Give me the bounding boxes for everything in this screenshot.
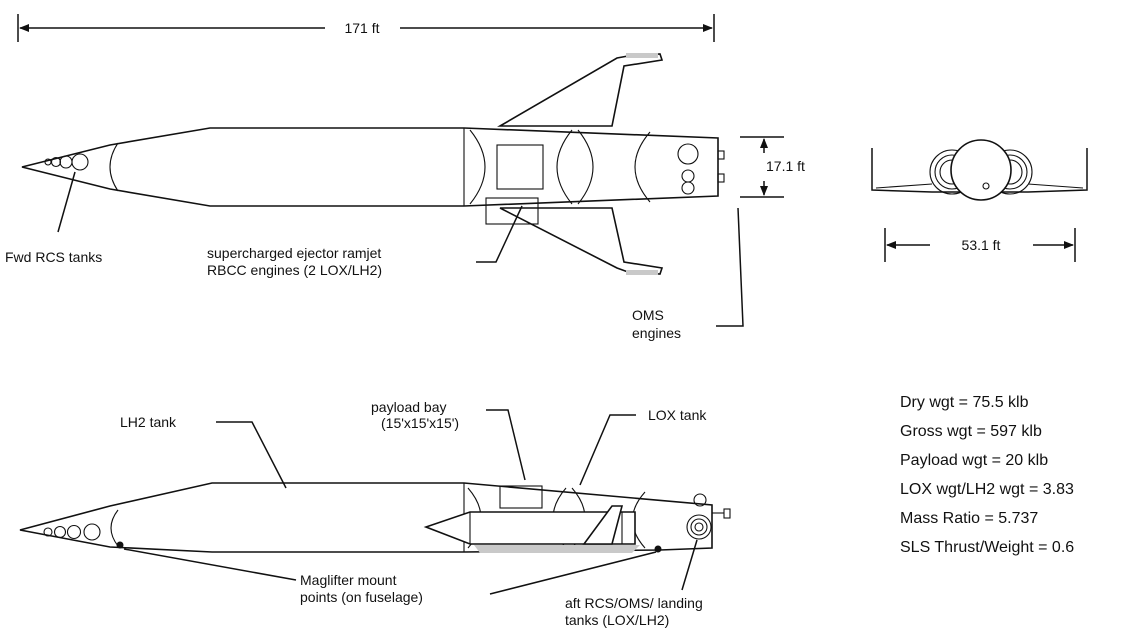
spec-dry-weight: Dry wgt = 75.5 klb [900,394,1029,411]
lox-tank-label: LOX tank [648,407,707,423]
side-view: LH2 tank payload bay (15'x15'x15') LOX t… [19,399,731,628]
span-dimension: 53.1 ft [884,228,1076,262]
engine-nacelle [423,511,636,545]
span-label: 53.1 ft [962,237,1001,253]
lh2-tank-label: LH2 tank [120,414,177,430]
oms-label-line1: OMS [632,307,664,323]
length-dimension: 171 ft [17,14,715,42]
lox-dome-left [469,129,486,205]
engine-pod [485,197,539,225]
maglifter-mount-icon [116,541,124,549]
height-label: 17.1 ft [766,158,805,174]
oms-label-line2: engines [632,325,681,341]
aft-tank-icon [686,514,712,540]
payload-bay-label-line2: (15'x15'x15') [381,415,459,431]
maglifter-label-line2: points (on fuselage) [300,589,423,605]
upper-wing [497,53,664,127]
payload-bay-label-line1: payload bay [371,399,447,415]
fwd-rcs-tank-icon [71,153,89,171]
spec-mass-ratio: Mass Ratio = 5.737 [900,510,1038,527]
nose-bulkhead [109,142,119,192]
front-view: 53.1 ft [871,139,1088,262]
spec-lox-lh2-ratio: LOX wgt/LH2 wgt = 3.83 [900,481,1074,498]
height-dimension: 17.1 ft [740,136,805,198]
aft-tanks-label-line1: aft RCS/OMS/ landing [565,595,703,611]
fuselage-cross-section [950,139,1012,201]
wing-tip-lower [626,270,658,275]
lower-wing [499,207,664,275]
payload-bay-side [499,485,543,509]
aft-tanks-label-line2: tanks (LOX/LH2) [565,612,669,628]
payload-bay-top [496,144,544,190]
spec-gross-weight: Gross wgt = 597 klb [900,423,1042,440]
engines-label-line2: RBCC engines (2 LOX/LH2) [207,262,382,278]
spec-payload-weight: Payload wgt = 20 klb [900,452,1048,469]
top-fuselage [21,127,719,207]
tail-fin [582,505,624,545]
length-label: 171 ft [344,20,379,36]
specs-block: Dry wgt = 75.5 klb Gross wgt = 597 klb P… [900,394,1074,556]
engines-label-line1: supercharged ejector ramjet [207,245,381,261]
top-view: 171 ft [5,14,805,341]
wing-tip-upper [626,53,658,58]
lox-dome-right [556,129,573,205]
fwd-rcs-label: Fwd RCS tanks [5,249,102,265]
maglifter-label-line1: Maglifter mount [300,572,397,588]
oms-engine-icon [717,150,725,160]
spec-thrust-weight: SLS Thrust/Weight = 0.6 [900,539,1074,556]
